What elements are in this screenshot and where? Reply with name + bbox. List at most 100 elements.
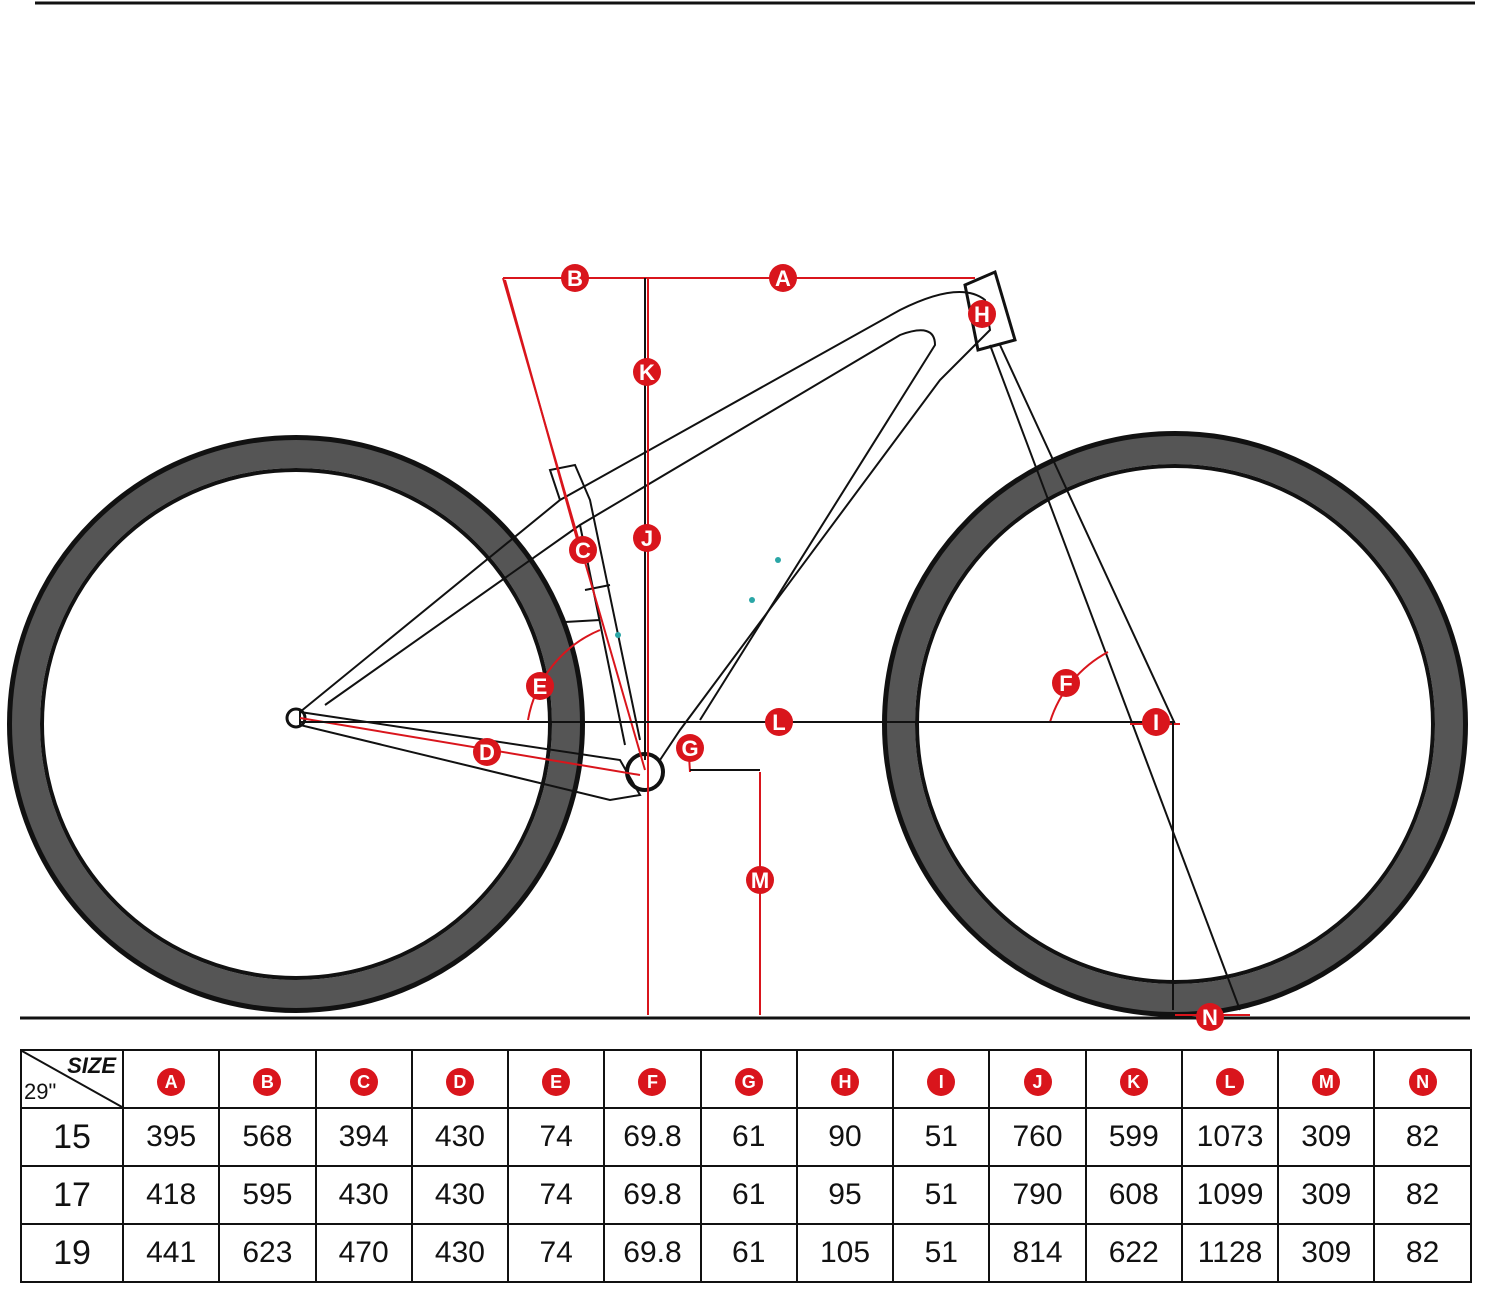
header-j: J [988, 1049, 1087, 1109]
value-cell-i: 51 [892, 1223, 991, 1283]
value-cell-n: 82 [1373, 1165, 1472, 1225]
value-cell-m: 309 [1277, 1165, 1376, 1225]
top-ruler [35, 1, 1475, 5]
label-d: D [473, 738, 501, 766]
header-e: E [507, 1049, 606, 1109]
svg-text:M: M [751, 868, 769, 893]
svg-text:H: H [974, 302, 990, 327]
value-cell-l: 1099 [1180, 1165, 1280, 1225]
value-cell-b: 595 [218, 1165, 317, 1225]
header-f: F [603, 1049, 702, 1109]
value-cell-g: 61 [699, 1165, 798, 1225]
size-heading: SIZE [67, 1053, 116, 1078]
value-cell-f: 69.8 [603, 1107, 702, 1167]
header-c: C [314, 1049, 413, 1109]
value-cell-a: 441 [121, 1223, 221, 1283]
value-cell-e: 74 [507, 1165, 606, 1225]
svg-text:D: D [479, 740, 495, 765]
rear-wheel [7, 435, 585, 1013]
header-k: K [1084, 1049, 1183, 1109]
frame-geometry-diagram: A B C D E F G H I J K L M N [7, 264, 1470, 1031]
value-cell-k: 608 [1084, 1165, 1183, 1225]
value-cell-g: 61 [699, 1107, 798, 1167]
header-a: A [121, 1049, 221, 1109]
value-cell-j: 790 [988, 1165, 1087, 1225]
label-b: B [561, 264, 589, 292]
svg-text:J: J [641, 526, 653, 551]
svg-text:E: E [533, 674, 548, 699]
value-cell-n: 82 [1373, 1223, 1472, 1283]
label-f: F [1052, 669, 1080, 697]
label-h: H [968, 300, 996, 328]
header-m: M [1277, 1049, 1376, 1109]
value-cell-j: 760 [988, 1107, 1087, 1167]
svg-text:B: B [567, 266, 583, 291]
svg-text:L: L [772, 710, 785, 735]
svg-text:K: K [639, 360, 655, 385]
bike-frame [285, 269, 1241, 1011]
value-cell-m: 309 [1277, 1107, 1376, 1167]
size-cell: 17 [20, 1165, 124, 1225]
value-cell-d: 430 [410, 1223, 510, 1283]
value-cell-b: 568 [218, 1107, 317, 1167]
value-cell-f: 69.8 [603, 1223, 702, 1283]
value-cell-k: 622 [1084, 1223, 1183, 1283]
value-cell-l: 1128 [1180, 1223, 1280, 1283]
value-cell-f: 69.8 [603, 1165, 702, 1225]
size-cell: 19 [20, 1223, 124, 1283]
corner-cell: SIZE 29" [20, 1049, 124, 1109]
wheel-size: 29" [24, 1079, 57, 1104]
dimension-labels: A B C D E F G H I J K L M N [473, 264, 1224, 1031]
svg-text:A: A [775, 266, 791, 291]
label-n: N [1196, 1003, 1224, 1031]
dimension-lines [299, 277, 1250, 1016]
cable-ports [615, 557, 781, 638]
value-cell-d: 430 [410, 1165, 510, 1225]
label-k: K [633, 358, 661, 386]
header-h: H [795, 1049, 895, 1109]
value-cell-l: 1073 [1180, 1107, 1280, 1167]
svg-text:G: G [681, 736, 698, 761]
svg-text:C: C [575, 538, 591, 563]
value-cell-c: 394 [314, 1107, 413, 1167]
header-d: D [410, 1049, 510, 1109]
value-cell-c: 430 [314, 1165, 413, 1225]
value-cell-i: 51 [892, 1165, 991, 1225]
value-cell-j: 814 [988, 1223, 1087, 1283]
header-l: L [1180, 1049, 1280, 1109]
front-wheel [882, 431, 1468, 1017]
label-m: M [746, 866, 774, 894]
size-cell: 15 [20, 1107, 124, 1167]
value-cell-b: 623 [218, 1223, 317, 1283]
svg-text:F: F [1059, 671, 1072, 696]
value-cell-k: 599 [1084, 1107, 1183, 1167]
value-cell-h: 90 [795, 1107, 895, 1167]
label-a: A [769, 264, 797, 292]
value-cell-a: 395 [121, 1107, 221, 1167]
value-cell-i: 51 [892, 1107, 991, 1167]
value-cell-c: 470 [314, 1223, 413, 1283]
label-l: L [765, 708, 793, 736]
value-cell-n: 82 [1373, 1107, 1472, 1167]
svg-text:I: I [1153, 710, 1159, 735]
label-i: I [1142, 708, 1170, 736]
label-e: E [526, 672, 554, 700]
label-c: C [569, 536, 597, 564]
label-g: G [676, 734, 704, 762]
value-cell-m: 309 [1277, 1223, 1376, 1283]
header-n: N [1373, 1049, 1472, 1109]
value-cell-g: 61 [699, 1223, 798, 1283]
header-g: G [699, 1049, 798, 1109]
header-b: B [218, 1049, 317, 1109]
value-cell-h: 95 [795, 1165, 895, 1225]
svg-text:N: N [1202, 1005, 1218, 1030]
header-i: I [892, 1049, 991, 1109]
label-j: J [633, 524, 661, 552]
value-cell-e: 74 [507, 1223, 606, 1283]
table-header-row: SIZE 29" A B C D E F G H I J K L M N [20, 1049, 1472, 1109]
